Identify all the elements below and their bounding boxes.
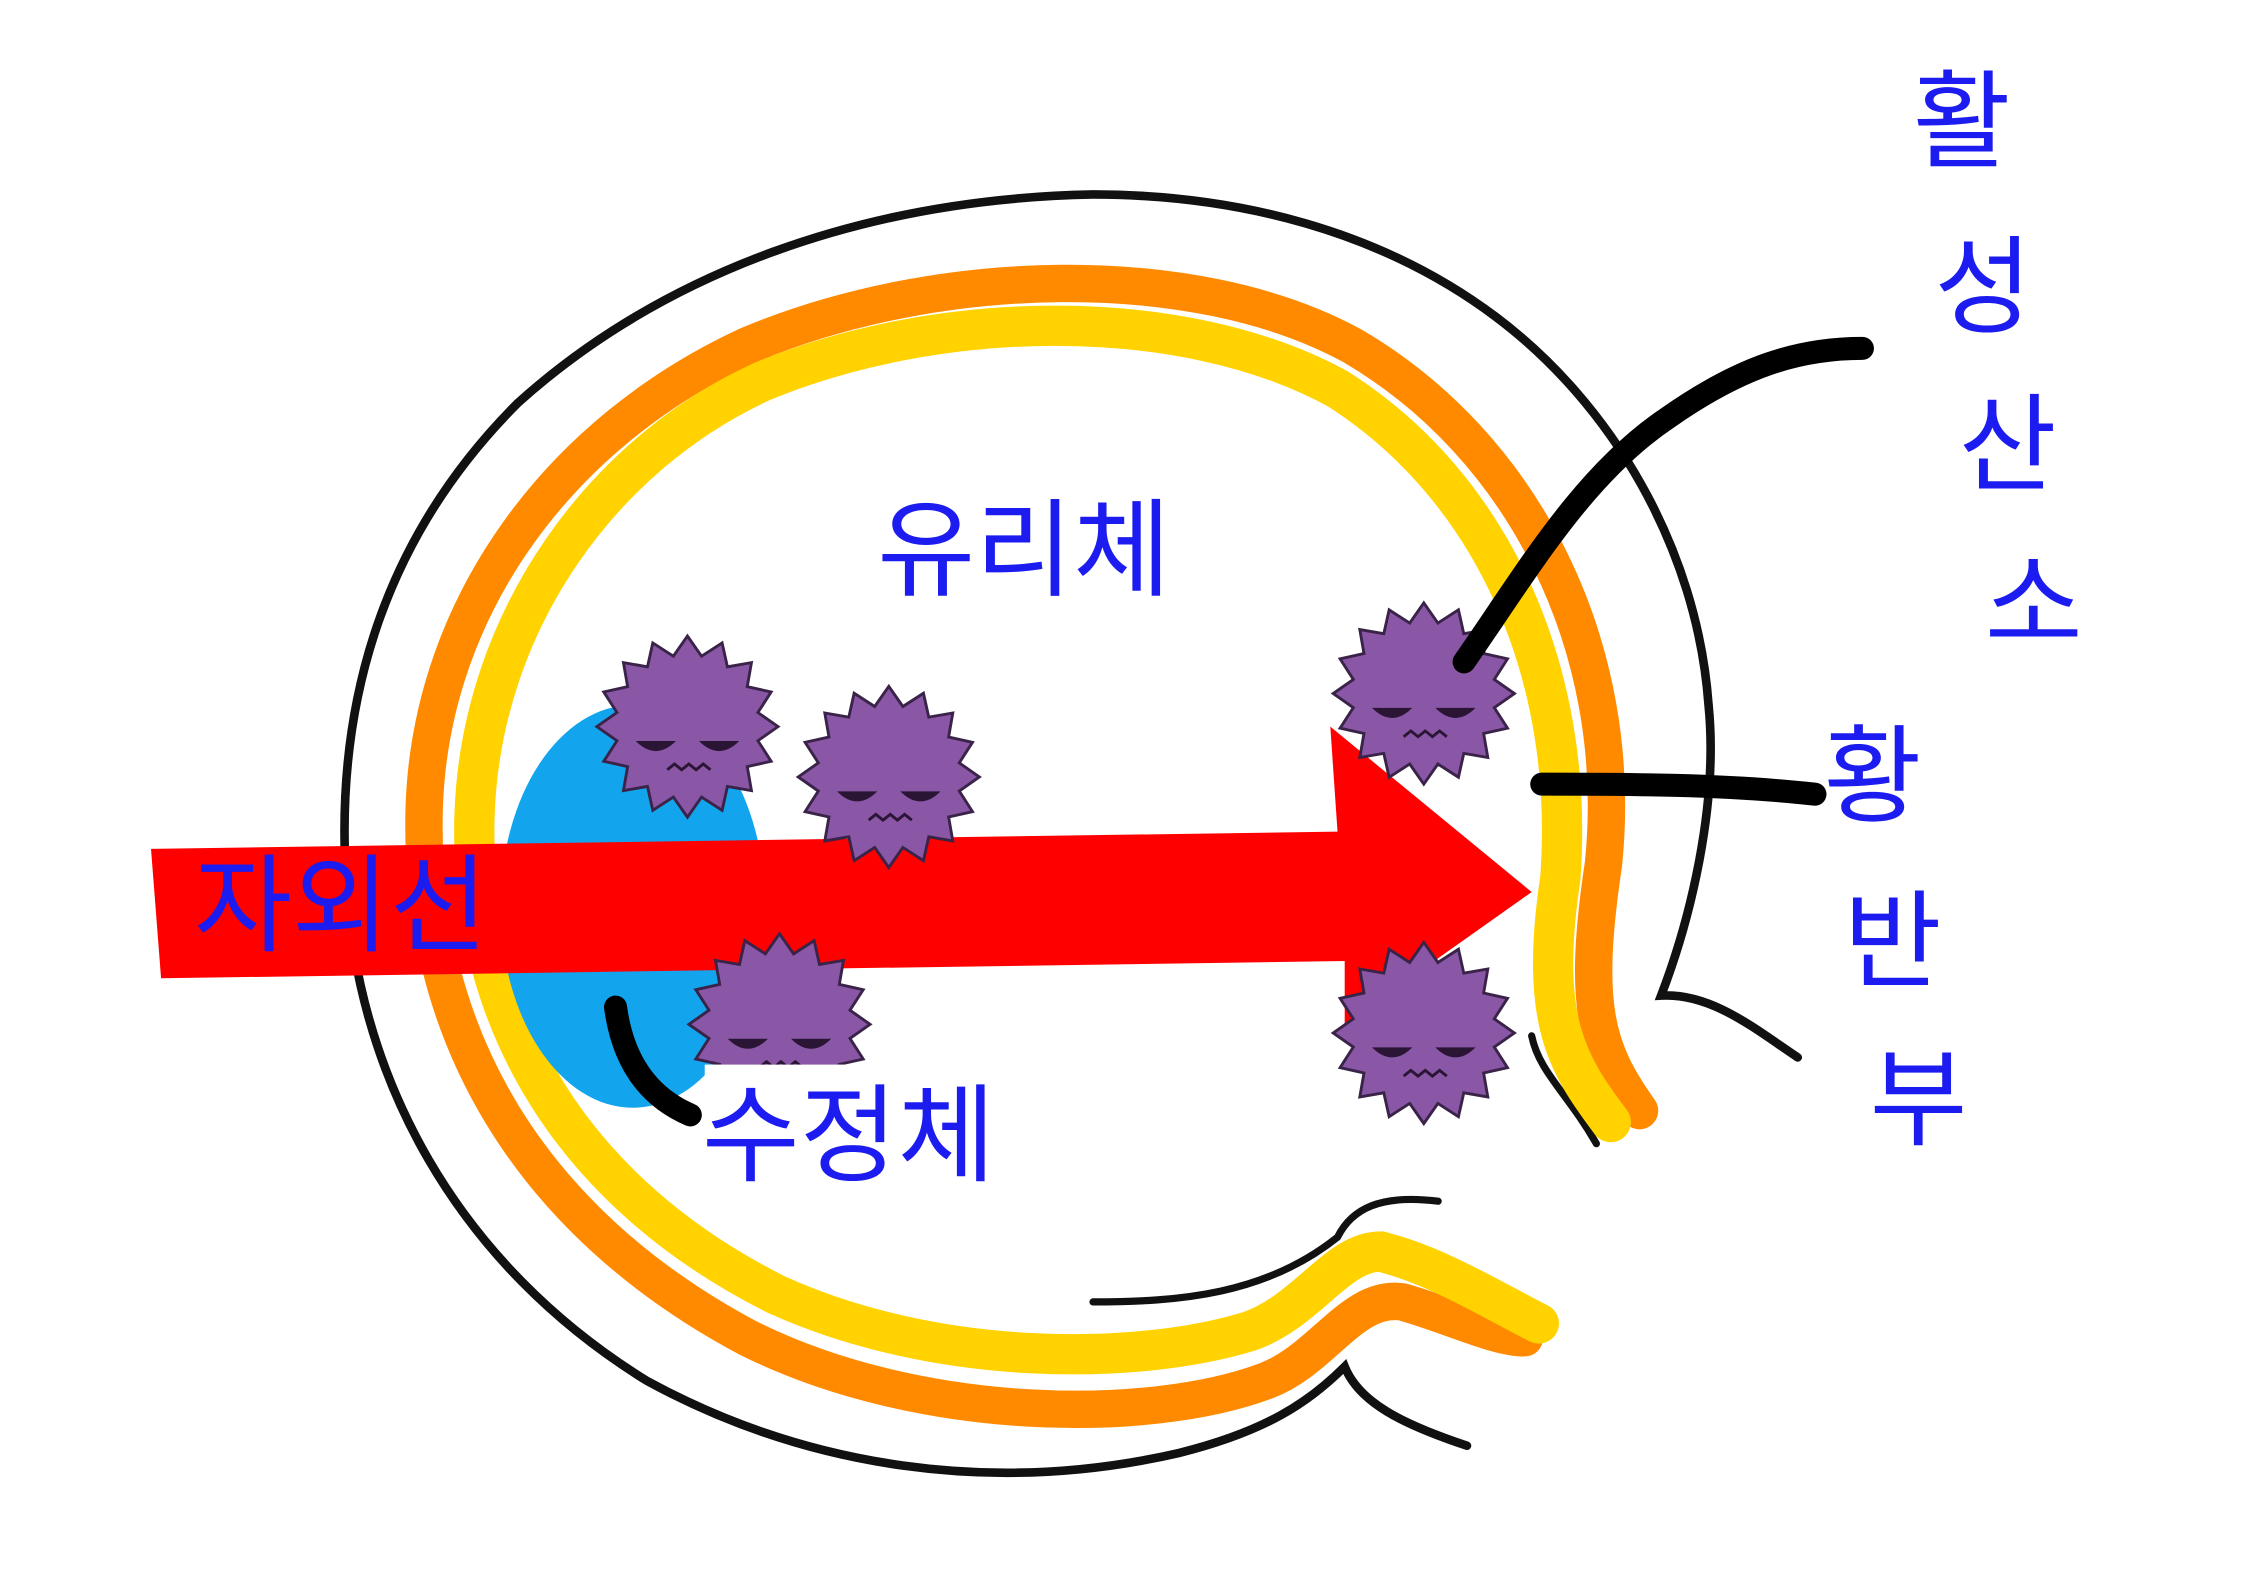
eye-outline-inner [1089,1032,1600,1306]
pointer-lines [604,336,1874,1127]
eye-outline [340,190,1803,1477]
svg-text:산: 산 [1959,384,2057,508]
ros-pointer-line [1452,336,1874,674]
choroid-orange [405,264,1659,1429]
label-macula: 황 반 부 [1824,715,1968,1163]
label-vitreous: 유리체 [877,489,1171,613]
svg-text:부: 부 [1870,1039,1968,1163]
svg-text:성: 성 [1934,226,2032,350]
retina-yellow [454,305,1631,1375]
virus-icon [795,683,982,871]
virus-icon [1330,939,1517,1127]
lens-pointer-line [604,995,702,1127]
svg-text:반: 반 [1844,880,1942,1004]
macula-pointer-line [1530,772,1827,806]
label-lens: 수정체 [702,1074,996,1198]
lens-label-bg [704,1064,1014,1195]
svg-text:활: 활 [1913,61,2011,185]
svg-text:소: 소 [1985,542,2083,666]
virus-icon [594,633,781,820]
svg-text:황: 황 [1824,715,1922,839]
uv-arrow [151,726,1532,1025]
label-ros: 활 성 산 소 [1913,61,2083,667]
label-uv: 자외선 [194,844,488,968]
